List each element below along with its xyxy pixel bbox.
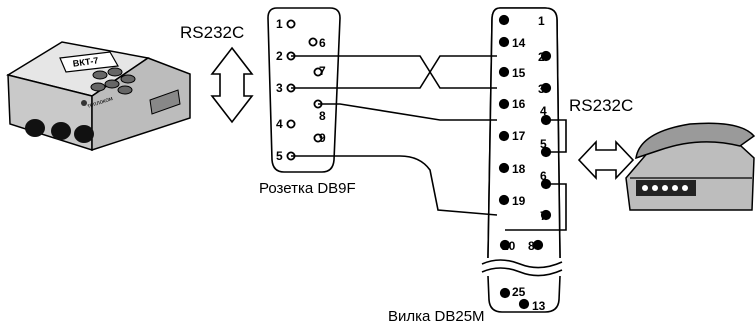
svg-text:8: 8 (528, 239, 535, 253)
device-gland-1 (25, 119, 45, 137)
db25-caption: Вилка DB25M (388, 308, 485, 325)
svg-text:1: 1 (538, 14, 545, 28)
db25-pin-13: 13 (518, 298, 546, 313)
svg-text:14: 14 (512, 36, 526, 50)
device-serial-port (149, 89, 181, 115)
svg-text:3: 3 (538, 82, 545, 96)
svg-text:19: 19 (512, 194, 526, 208)
right-link-label: RS232C (569, 96, 633, 115)
svg-text:15: 15 (512, 66, 526, 80)
db25-break-mark (481, 259, 563, 277)
svg-text:2: 2 (276, 49, 283, 63)
modem-phone (625, 122, 756, 211)
db25-pin-18: 18 (498, 162, 526, 176)
db25-pin-19: 19 (498, 194, 526, 208)
jumper-db25-4-5 (546, 119, 567, 153)
db9-pin-4: 4 (276, 117, 296, 131)
db9-pin-9: 9 (313, 131, 326, 145)
svg-text:9: 9 (319, 131, 326, 145)
wire-db9-5-to-db25-7 (291, 155, 498, 216)
db9-pin-6: 6 (308, 36, 326, 50)
svg-text:17: 17 (512, 129, 526, 143)
db25-pin-15: 15 (498, 66, 526, 80)
svg-text:3: 3 (276, 81, 283, 95)
db25-pin-14: 14 (498, 36, 526, 50)
svg-text:5: 5 (540, 137, 547, 151)
svg-text:18: 18 (512, 162, 526, 176)
db25-pin-8: 8 (528, 239, 544, 253)
svg-text:16: 16 (512, 97, 526, 111)
db25-pin-25: 25 (499, 285, 526, 299)
left-bidirectional-arrow (210, 46, 254, 124)
svg-text:13: 13 (532, 299, 546, 313)
svg-text:8: 8 (319, 109, 326, 123)
vkt7-device: ВКТ-7 теплоком (6, 41, 191, 152)
device-gland-3 (74, 125, 94, 143)
svg-text:7: 7 (540, 209, 547, 223)
svg-text:6: 6 (540, 169, 547, 183)
db9-caption: Розетка DB9F (259, 180, 356, 197)
db9-pin-7: 7 (313, 64, 326, 78)
device-gland-2 (51, 122, 71, 140)
db25-pin-17: 17 (498, 129, 526, 143)
wire-db9-3-to-db25-2 (291, 55, 497, 89)
svg-text:4: 4 (540, 104, 547, 118)
db25-pin-16: 16 (498, 97, 526, 111)
db25-pin-7: 7 (540, 209, 552, 223)
svg-text:25: 25 (512, 285, 526, 299)
svg-text:5: 5 (276, 149, 283, 163)
svg-text:4: 4 (276, 117, 283, 131)
device-label: ВКТ-7 (72, 55, 99, 68)
device-display (59, 51, 119, 73)
svg-text:20: 20 (502, 239, 516, 253)
db25-pin-3: 3 (538, 82, 552, 96)
db9-pin-1: 1 (276, 17, 296, 31)
jumper-db25-6-20 (505, 183, 567, 231)
right-bidirectional-arrow (577, 139, 635, 181)
wire-db9-8-to-db25-4 (318, 103, 497, 121)
phone-handset (635, 122, 756, 160)
db25-pin-20: 20 (499, 239, 516, 253)
svg-text:7: 7 (319, 64, 326, 78)
db25-pin-2: 2 (538, 50, 552, 64)
db25-pin-1: 1 (498, 14, 545, 28)
svg-text:2: 2 (538, 50, 545, 64)
svg-text:6: 6 (319, 36, 326, 50)
left-link-label: RS232C (180, 23, 244, 42)
db9-connector (267, 7, 341, 173)
svg-text:1: 1 (276, 17, 283, 31)
